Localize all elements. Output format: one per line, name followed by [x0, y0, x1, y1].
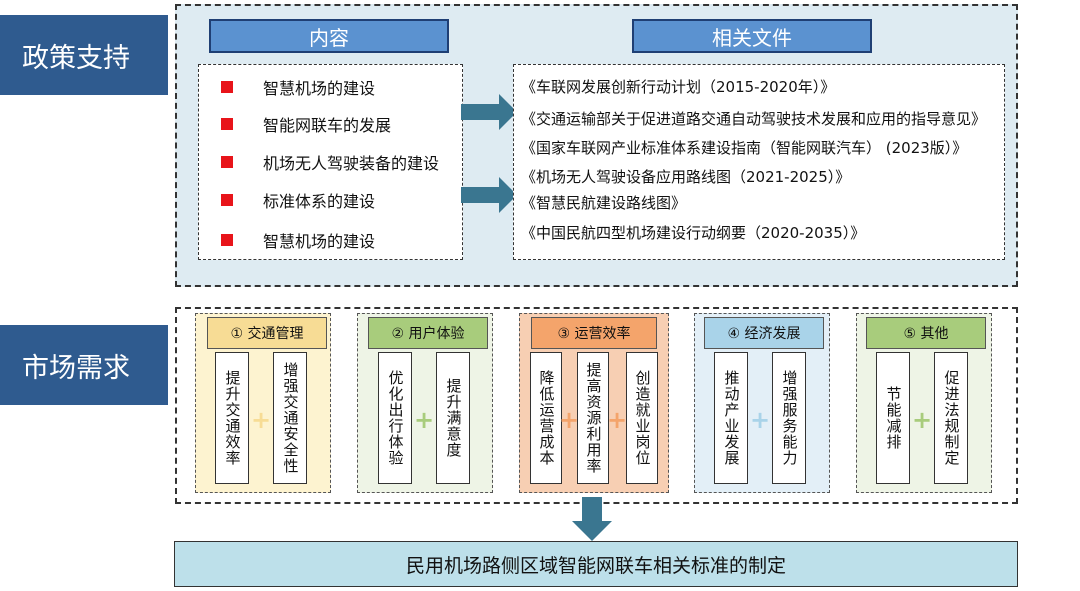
category-header: ⑤ 其他: [866, 317, 986, 349]
content-header: 内容: [209, 19, 449, 53]
market-side-label: 市场需求: [0, 325, 168, 405]
demand-item-text: 创造就业岗位: [633, 370, 652, 466]
plus-icon: +: [250, 406, 272, 434]
files-header-text: 相关文件: [712, 25, 792, 50]
demand-item-text: 优化出行体验: [386, 370, 405, 466]
category-title: ① 交通管理: [230, 326, 304, 342]
demand-item: 节能减排: [876, 352, 910, 484]
category-header: ① 交通管理: [207, 317, 327, 349]
demand-item: 降低运营成本: [530, 352, 562, 484]
content-item-text: 智慧机场的建设: [263, 79, 376, 98]
file-entry: 《机场无人驾驶设备应用路线图（2021-2025）》: [521, 168, 851, 186]
plus-icon: +: [558, 406, 580, 434]
plus-icon: +: [606, 406, 628, 434]
file-entry: 《中国民航四型机场建设行动纲要（2020-2035）》: [521, 224, 866, 242]
category-title: ④ 经济发展: [727, 326, 801, 342]
category-title: ③ 运营效率: [557, 326, 631, 342]
market-label-shape: [0, 325, 168, 405]
plus-icon: +: [749, 406, 771, 434]
demand-item: 促进法规制定: [934, 352, 968, 484]
files-list: 《车联网发展创新行动计划（2015-2020年）》 《交通运输部关于促进道路交通…: [513, 64, 1005, 260]
content-item: 机场无人驾驶装备的建设: [221, 150, 439, 174]
content-item-text: 标准体系的建设: [263, 192, 376, 211]
policy-label-shape: [0, 15, 168, 95]
bullet-square-icon: [221, 118, 233, 130]
content-list: 智慧机场的建设 智能网联车的发展 机场无人驾驶装备的建设 标准体系的建设 智慧机…: [198, 64, 463, 260]
plus-icon: +: [413, 406, 435, 434]
category-title: ② 用户体验: [391, 326, 465, 342]
arrow-right-icon: [461, 94, 517, 130]
demand-item: 提升满意度: [436, 352, 470, 484]
demand-item-text: 增强交通安全性: [281, 362, 300, 474]
demand-item-text: 推动产业发展: [722, 370, 741, 466]
files-header: 相关文件: [632, 19, 872, 53]
content-item: 智慧机场的建设: [221, 228, 375, 252]
demand-item: 优化出行体验: [378, 352, 412, 484]
policy-side-label-text: 政策支持: [22, 42, 130, 74]
content-item-text: 机场无人驾驶装备的建设: [263, 154, 440, 173]
plus-icon: +: [911, 406, 933, 434]
demand-item: 增强服务能力: [772, 352, 806, 484]
demand-item: 提升交通效率: [215, 352, 249, 484]
demand-item-text: 促进法规制定: [942, 370, 961, 466]
market-side-label-text: 市场需求: [22, 352, 130, 384]
content-header-text: 内容: [309, 25, 349, 50]
demand-item-text: 降低运营成本: [537, 370, 556, 466]
category-header: ② 用户体验: [368, 317, 488, 349]
demand-item-text: 提升满意度: [444, 378, 463, 458]
result-box: 民用机场路侧区域智能网联车相关标准的制定: [174, 541, 1018, 587]
file-entry: 《智慧民航建设路线图》: [521, 194, 687, 212]
file-entry: 《车联网发展创新行动计划（2015-2020年）》: [521, 78, 836, 96]
demand-item: 推动产业发展: [714, 352, 748, 484]
demand-item-text: 节能减排: [884, 386, 903, 450]
file-entry: 《交通运输部关于促进道路交通自动驾驶技术发展和应用的指导意见》: [521, 110, 987, 128]
category-title: ⑤ 其他: [903, 326, 949, 342]
content-item-text: 智慧机场的建设: [263, 232, 376, 251]
policy-side-label: 政策支持: [0, 15, 168, 95]
content-item: 智能网联车的发展: [221, 112, 391, 136]
content-item-text: 智能网联车的发展: [263, 116, 392, 135]
category-header: ④ 经济发展: [704, 317, 824, 349]
arrow-down-icon: [572, 497, 612, 541]
bullet-square-icon: [221, 234, 233, 246]
file-entry: 《国家车联网产业标准体系建设指南（智能网联汽车） (2023版）》: [521, 139, 968, 157]
content-item: 智慧机场的建设: [221, 75, 375, 99]
demand-item-text: 提升交通效率: [223, 370, 242, 466]
bullet-square-icon: [221, 156, 233, 168]
bullet-square-icon: [221, 194, 233, 206]
demand-item: 创造就业岗位: [626, 352, 658, 484]
demand-item-text: 增强服务能力: [780, 370, 799, 466]
bullet-square-icon: [221, 81, 233, 93]
demand-item: 增强交通安全性: [273, 352, 307, 484]
result-text: 民用机场路侧区域智能网联车相关标准的制定: [405, 554, 786, 577]
category-header: ③ 运营效率: [531, 317, 657, 349]
demand-item-text: 提高资源利用率: [584, 362, 603, 474]
arrow-right-icon: [461, 177, 517, 213]
demand-item: 提高资源利用率: [577, 352, 609, 484]
content-item: 标准体系的建设: [221, 188, 375, 212]
